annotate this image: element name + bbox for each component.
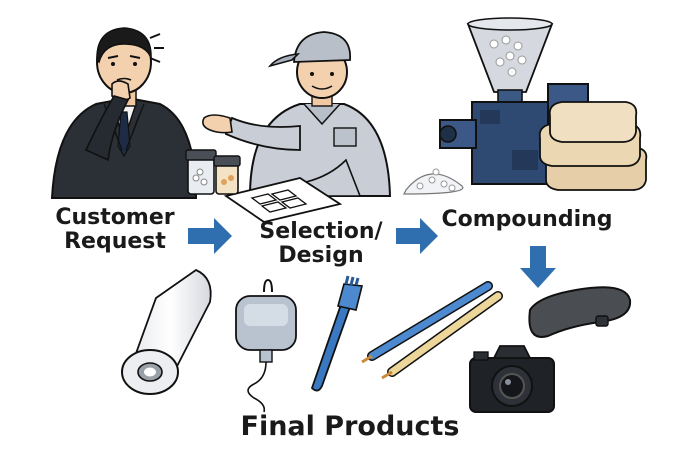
toothbrush-icon [310,275,363,392]
hopper-icon [466,17,554,105]
step-label-compounding: Compounding [441,207,613,232]
iv-bag-icon [235,278,297,413]
step-label-selection-design: Selection/ Design [246,219,396,269]
customer-request-line1: Customer [55,205,175,230]
selection-design-line1: Selection/ [259,219,383,244]
businessman-icon [50,27,198,199]
design-sheet-icon [223,177,343,223]
arrow-right-icon [396,218,438,254]
arrow-right-icon [188,218,232,254]
selection-design-line2: Design [278,243,364,269]
pellets-icon [403,168,464,195]
step-label-customer-request: Customer Request [40,205,190,255]
arrow-down-icon [520,246,556,288]
rubber-pad-icon [528,286,632,338]
customer-request-line2: Request [64,229,166,255]
camera-icon [469,345,555,413]
cables-icon [361,281,503,380]
product-bags-icon [538,101,648,191]
technician-icon [202,31,392,197]
film-roll-icon [121,268,212,395]
final-products-title: Final Products [240,411,460,442]
extruder-machine-icon [439,83,589,185]
sample-jars-icon [185,149,241,195]
